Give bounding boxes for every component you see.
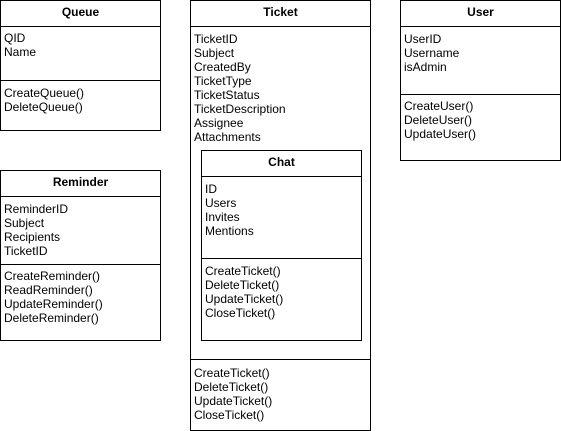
ticket-operation: UpdateTicket() (194, 394, 273, 408)
ticket-operations: CreateTicket() DeleteTicket() UpdateTick… (194, 366, 272, 422)
user-attributes: UserID Username isAdmin (404, 32, 459, 74)
user-operations: CreateUser() DeleteUser() UpdateUser() (404, 99, 476, 141)
chat-attribute: Users (205, 196, 237, 210)
reminder-attribute: ReminderID (4, 202, 69, 216)
queue-operation: DeleteQueue() (4, 100, 83, 114)
user-header-divider (401, 26, 560, 27)
chat-operation: CreateTicket() (205, 264, 281, 278)
queue-attribute: Name (4, 45, 37, 59)
chat-operation: CloseTicket() (205, 306, 276, 320)
reminder-header-divider (1, 196, 160, 197)
chat-attribute: Invites (205, 210, 240, 224)
chat-operations-divider (202, 258, 361, 259)
user-operation: UpdateUser() (404, 127, 477, 141)
chat-class-title: Chat (268, 155, 295, 169)
ticket-header-divider (191, 26, 370, 27)
user-operation: DeleteUser() (404, 113, 473, 127)
ticket-attribute: TicketDescription (194, 102, 286, 116)
ticket-operation: DeleteTicket() (194, 380, 269, 394)
queue-header-divider (1, 26, 160, 27)
user-operation: CreateUser() (404, 99, 474, 113)
user-attribute: UserID (404, 32, 442, 46)
reminder-attribute: Subject (4, 216, 45, 230)
ticket-attribute: TicketID (194, 32, 238, 46)
ticket-class: Ticket TicketID Subject CreatedBy Ticket… (190, 0, 371, 431)
reminder-operations-divider (1, 264, 160, 265)
reminder-attributes: ReminderID Subject Recipients TicketID (4, 202, 68, 258)
reminder-operation: ReadReminder() (4, 283, 93, 297)
reminder-operations: CreateReminder() ReadReminder() UpdateRe… (4, 269, 103, 325)
queue-class: Queue QID Name CreateQueue() DeleteQueue… (0, 0, 161, 131)
chat-attribute: Mentions (205, 224, 254, 238)
chat-attribute: ID (205, 182, 217, 196)
queue-operations-divider (1, 80, 160, 81)
ticket-attribute: Assignee (194, 116, 244, 130)
user-attribute: Username (404, 46, 460, 60)
ticket-attribute: Attachments (194, 130, 261, 144)
reminder-operation: CreateReminder() (4, 269, 101, 283)
reminder-attribute: Recipients (4, 230, 61, 244)
chat-class: Chat ID Users Invites Mentions CreateTic… (201, 150, 362, 341)
ticket-class-title: Ticket (263, 5, 298, 19)
user-class-title: User (467, 5, 494, 19)
queue-attributes: QID Name (4, 31, 36, 59)
queue-operations: CreateQueue() DeleteQueue() (4, 86, 84, 114)
queue-operation: CreateQueue() (4, 86, 85, 100)
ticket-attribute: TicketStatus (194, 88, 260, 102)
reminder-class: Reminder ReminderID Subject Recipients T… (0, 170, 161, 341)
ticket-operation: CloseTicket() (194, 408, 265, 422)
chat-header-divider (202, 176, 361, 177)
ticket-attribute: Subject (194, 46, 235, 60)
chat-operation: DeleteTicket() (205, 278, 280, 292)
reminder-attribute: TicketID (4, 244, 48, 258)
ticket-attributes: TicketID Subject CreatedBy TicketType Ti… (194, 32, 286, 144)
ticket-operations-divider (191, 359, 370, 360)
ticket-attribute: CreatedBy (194, 60, 251, 74)
chat-operations: CreateTicket() DeleteTicket() UpdateTick… (205, 264, 283, 320)
queue-attribute: QID (4, 31, 26, 45)
reminder-class-title: Reminder (52, 175, 109, 189)
chat-operation: UpdateTicket() (205, 292, 284, 306)
reminder-operation: UpdateReminder() (4, 297, 103, 311)
user-attribute: isAdmin (404, 60, 447, 74)
chat-attributes: ID Users Invites Mentions (205, 182, 254, 238)
user-operations-divider (401, 94, 560, 95)
ticket-operation: CreateTicket() (194, 366, 270, 380)
user-class: User UserID Username isAdmin CreateUser(… (400, 0, 561, 161)
queue-class-title: Queue (61, 5, 100, 19)
ticket-attribute: TicketType (194, 74, 252, 88)
reminder-operation: DeleteReminder() (4, 311, 99, 325)
